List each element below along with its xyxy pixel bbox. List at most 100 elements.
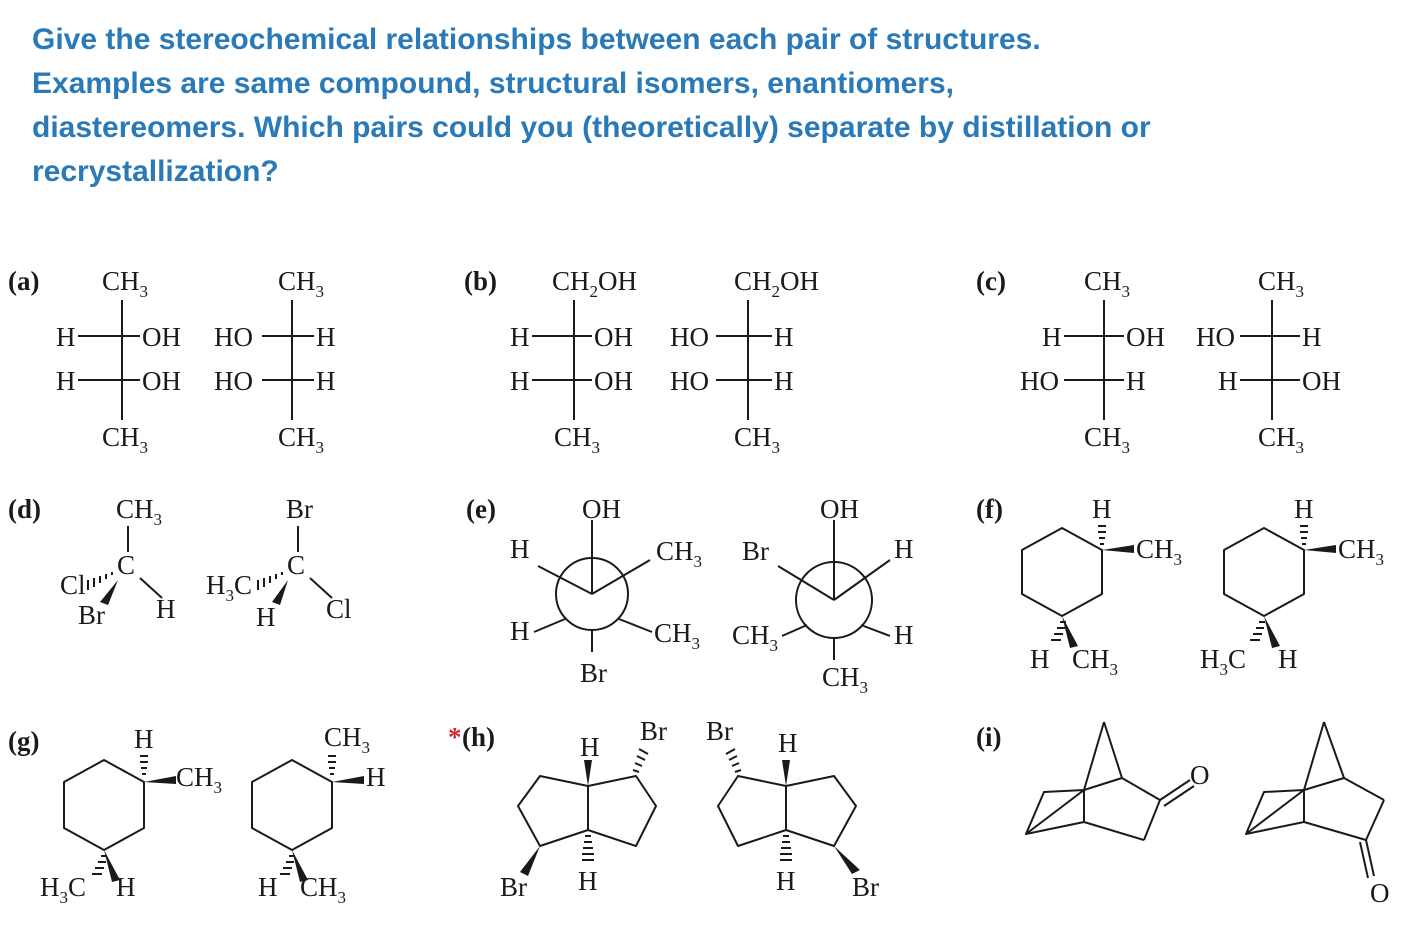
svg-text:CH3: CH3 — [732, 620, 778, 655]
svg-text:CH3: CH3 — [654, 618, 700, 653]
svg-text:HO: HO — [1020, 366, 1059, 396]
label-e: (e) — [466, 494, 496, 524]
problem-e: (e) OH H CH3 H CH3 Br OH — [466, 494, 914, 697]
svg-text:HO: HO — [214, 366, 253, 396]
svg-text:CH3: CH3 — [324, 722, 370, 757]
asterisk-marker: * — [448, 722, 462, 752]
svg-text:Br: Br — [640, 716, 667, 746]
svg-text:H: H — [774, 322, 794, 352]
svg-text:HO: HO — [670, 322, 709, 352]
svg-text:H3C: H3C — [206, 570, 252, 605]
svg-text:OH: OH — [1126, 322, 1165, 352]
svg-text:H: H — [316, 322, 336, 352]
problem-i: (i) O O — [976, 721, 1390, 908]
label-i: (i) — [976, 722, 1001, 752]
svg-text:H: H — [366, 762, 386, 792]
question-line-1: Give the stereochemical relationships be… — [32, 23, 1041, 56]
newman-e1: OH H CH3 H CH3 Br — [510, 494, 702, 688]
svg-text:H: H — [156, 594, 176, 624]
svg-text:H: H — [510, 366, 530, 396]
svg-text:OH: OH — [820, 494, 859, 524]
svg-text:CH3: CH3 — [1258, 266, 1304, 301]
svg-text:H: H — [1042, 322, 1062, 352]
svg-text:CH2OH: CH2OH — [734, 266, 819, 301]
svg-text:H: H — [316, 366, 336, 396]
svg-text:Br: Br — [78, 600, 105, 630]
svg-text:H: H — [894, 620, 914, 650]
cyclohexane-g2: CH3 H H CH3 — [251, 722, 386, 907]
svg-text:Br: Br — [286, 494, 313, 524]
svg-text:Br: Br — [580, 658, 607, 688]
svg-text:CH3: CH3 — [300, 872, 346, 907]
svg-text:OH: OH — [142, 322, 181, 352]
svg-text:CH3: CH3 — [102, 422, 148, 457]
norbornanone-i2: O — [1245, 721, 1390, 908]
question-line-4: recrystallization? — [32, 155, 279, 188]
svg-text:H: H — [1030, 644, 1050, 674]
problem-a: (a) CH3 H OH H OH CH3 CH3 HO H HO H CH3 — [8, 266, 336, 457]
svg-text:C: C — [117, 550, 135, 580]
svg-text:H: H — [1278, 644, 1298, 674]
label-a: (a) — [8, 266, 39, 296]
svg-text:CH3: CH3 — [734, 422, 780, 457]
cyclohexane-f1: H CH3 H CH3 — [1021, 494, 1182, 679]
svg-text:CH3: CH3 — [278, 422, 324, 457]
svg-text:H: H — [580, 732, 600, 762]
svg-text:HO: HO — [1196, 322, 1235, 352]
svg-text:Br: Br — [852, 872, 879, 902]
fischer-c2: CH3 HO H H OH CH3 — [1196, 266, 1341, 457]
svg-text:H: H — [258, 872, 278, 902]
svg-text:H: H — [256, 602, 276, 632]
svg-text:H: H — [1092, 494, 1112, 524]
problem-c: (c) CH3 H OH HO H CH3 CH3 HO H H OH CH3 — [976, 266, 1341, 457]
svg-text:HO: HO — [670, 366, 709, 396]
svg-text:CH3: CH3 — [278, 266, 324, 301]
svg-text:O: O — [1370, 878, 1390, 908]
svg-text:O: O — [1190, 760, 1210, 790]
svg-text:H: H — [578, 866, 598, 896]
svg-text:H3C: H3C — [40, 872, 86, 907]
svg-text:H: H — [1302, 322, 1322, 352]
problem-g: (g) H CH3 H3C H CH3 — [8, 722, 386, 907]
wedge-structure-d1: CH3 C Cl Br H — [60, 494, 176, 630]
svg-text:OH: OH — [582, 494, 621, 524]
svg-text:CH3: CH3 — [102, 266, 148, 301]
problem-h: * (h) H Br H — [448, 716, 879, 902]
svg-text:H: H — [56, 322, 76, 352]
svg-text:C: C — [287, 550, 305, 580]
fischer-b2: CH2OH HO H HO H CH3 — [670, 266, 819, 457]
svg-text:CH3: CH3 — [176, 762, 222, 797]
svg-text:OH: OH — [1302, 366, 1341, 396]
question-text: Give the stereochemical relationships be… — [32, 18, 1392, 194]
problem-b: (b) CH2OH H OH H OH CH3 CH2OH HO H HO H … — [464, 266, 819, 457]
fischer-c1: CH3 H OH HO H CH3 — [1020, 266, 1165, 457]
svg-text:Br: Br — [500, 872, 527, 902]
label-b: (b) — [464, 266, 497, 296]
svg-text:H: H — [894, 534, 914, 564]
svg-text:H: H — [510, 534, 530, 564]
svg-text:H: H — [1218, 366, 1238, 396]
svg-text:H: H — [1126, 366, 1146, 396]
question-line-3: diastereomers. Which pairs could you (th… — [32, 111, 1151, 144]
svg-text:CH3: CH3 — [1072, 644, 1118, 679]
label-h: (h) — [462, 722, 495, 752]
svg-text:CH3: CH3 — [1136, 534, 1182, 569]
svg-text:CH3: CH3 — [554, 422, 600, 457]
svg-text:H: H — [116, 872, 136, 902]
svg-text:CH3: CH3 — [1258, 422, 1304, 457]
svg-text:OH: OH — [594, 322, 633, 352]
svg-text:H: H — [134, 724, 154, 754]
cyclohexane-f2: H CH3 H3C H — [1200, 494, 1384, 679]
svg-text:Cl: Cl — [326, 594, 352, 624]
question-line-2: Examples are same compound, structural i… — [32, 67, 955, 100]
svg-text:OH: OH — [142, 366, 181, 396]
svg-text:OH: OH — [594, 366, 633, 396]
svg-text:H: H — [1294, 494, 1314, 524]
svg-text:CH3: CH3 — [822, 662, 868, 697]
label-g: (g) — [8, 726, 39, 756]
svg-text:H: H — [510, 616, 530, 646]
label-c: (c) — [976, 266, 1006, 296]
svg-text:H: H — [510, 322, 530, 352]
cyclohexane-g1: H CH3 H3C H — [40, 724, 222, 907]
